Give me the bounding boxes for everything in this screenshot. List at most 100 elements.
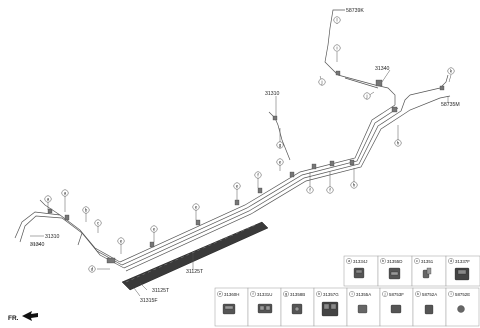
label-31125T-b: 31125T: [152, 288, 170, 294]
clip-58752A-icon: [424, 304, 434, 315]
callout-j-right: j: [363, 92, 371, 100]
legend-cell-b: b 31355D: [380, 258, 402, 280]
svg-text:31355D: 31355D: [387, 259, 402, 264]
svg-text:58752E: 58752E: [455, 292, 470, 297]
svg-text:l: l: [451, 292, 452, 296]
line-clips: [47, 70, 445, 264]
svg-text:f: f: [257, 173, 259, 178]
svg-text:31357G: 31357G: [323, 292, 339, 297]
svg-text:g: g: [285, 292, 287, 296]
svg-text:j: j: [365, 94, 367, 99]
svg-text:i: i: [352, 292, 353, 296]
callout-c: c: [94, 219, 102, 227]
clip-58752E-icon: [457, 305, 465, 313]
svg-text:58752A: 58752A: [422, 292, 437, 297]
svg-text:31355A: 31355A: [356, 292, 371, 297]
callout-h-low: h: [350, 181, 358, 189]
clip-31355D-icon: [388, 267, 401, 280]
callouts: l i j k j h g e f f h f e e e e c b a a …: [44, 16, 455, 273]
legend-cell-k: k 58752A: [415, 291, 437, 315]
svg-text:h: h: [318, 292, 320, 296]
label-31340-top: 31340: [375, 66, 390, 72]
callout-e-5: e: [117, 237, 125, 245]
svg-text:a: a: [47, 197, 50, 202]
svg-text:f: f: [252, 292, 254, 296]
legend-cell-j: j 58753F: [382, 291, 404, 314]
svg-text:31337F: 31337F: [455, 259, 470, 264]
svg-text:g: g: [279, 143, 282, 148]
svg-text:e: e: [236, 184, 239, 189]
callout-k: k: [447, 67, 455, 75]
legend-cell-e: e 31360H: [217, 291, 239, 315]
callout-e-4: e: [150, 225, 158, 233]
label-58735M: 58735M: [441, 102, 460, 108]
front-direction: FR.: [8, 311, 38, 322]
svg-text:j: j: [384, 292, 386, 296]
callout-e-mid: e: [276, 158, 284, 166]
svg-text:e: e: [153, 227, 156, 232]
part-labels: 58739K 31340 58735M 31310 31310 31340 31…: [30, 8, 460, 304]
callout-l-top: l: [333, 16, 341, 24]
clip-58753F-icon: [390, 304, 402, 314]
svg-text:j: j: [320, 80, 322, 85]
svg-text:c: c: [97, 221, 100, 226]
svg-text:b: b: [85, 208, 88, 213]
legend-cell-c: c 31351: [414, 258, 434, 279]
svg-text:l: l: [336, 18, 337, 23]
heat-shield: [121, 221, 269, 291]
clip-31351-icon: [422, 267, 432, 279]
svg-text:e: e: [279, 160, 282, 165]
legend-cell-l: l 58752E: [448, 291, 470, 313]
svg-text:h: h: [397, 141, 400, 146]
clip-31358B-icon: [291, 303, 303, 315]
svg-text:31351: 31351: [421, 259, 434, 264]
direction-arrow-icon: [22, 311, 38, 321]
legend-cell-a: a 31334J: [346, 258, 367, 279]
callout-b: b: [82, 206, 90, 214]
svg-text:e: e: [120, 239, 123, 244]
legend-cell-g: g 31358B: [283, 291, 305, 315]
callout-f-3: f: [254, 171, 262, 179]
callout-a-1: a: [61, 189, 69, 197]
callout-leaders: [30, 17, 452, 297]
legend-cell-i: i 31355A: [349, 291, 371, 314]
legend-cell-d: d 31337F: [448, 258, 470, 281]
callout-e-2: e: [233, 182, 241, 190]
label-31310-mid: 31310: [265, 91, 280, 97]
label-31315F: 31315F: [140, 298, 158, 304]
line-bundle: [14, 9, 451, 272]
clip-31360H-icon: [222, 303, 236, 315]
callout-i: i: [333, 44, 341, 52]
label-31125T-a: 31125T: [186, 269, 204, 275]
clip-31355A-icon: [357, 304, 368, 314]
callout-a-2: a: [44, 195, 52, 203]
callout-e-3: e: [192, 203, 200, 211]
svg-text:31360H: 31360H: [224, 292, 239, 297]
svg-text:k: k: [417, 292, 419, 296]
svg-text:b: b: [382, 259, 384, 263]
legend-table: a 31334J b 31355D c 31351: [214, 255, 480, 327]
svg-text:31334J: 31334J: [353, 259, 367, 264]
svg-text:f: f: [309, 188, 311, 193]
svg-text:d: d: [450, 259, 452, 263]
label-58739K: 58739K: [346, 8, 364, 14]
svg-text:a: a: [348, 259, 351, 263]
callout-g: g: [276, 141, 284, 149]
clip-31337F-icon: [454, 267, 470, 281]
callout-f-2: f: [326, 186, 334, 194]
callout-d: d: [88, 265, 96, 273]
label-31310-left: 31310: [45, 234, 60, 240]
clip-31331U-icon: [257, 303, 273, 314]
callout-h-right: h: [394, 139, 402, 147]
legend-cell-f: f 31331U: [250, 291, 273, 314]
svg-text:a: a: [64, 191, 67, 196]
callout-j-left: j: [318, 78, 326, 86]
clip-31357G-icon: [321, 301, 339, 317]
svg-text:f: f: [329, 188, 331, 193]
svg-text:c: c: [416, 259, 418, 263]
svg-text:k: k: [450, 69, 453, 74]
svg-text:58753F: 58753F: [389, 292, 404, 297]
svg-text:e: e: [219, 292, 221, 296]
label-31340-left: 31340: [30, 242, 45, 248]
